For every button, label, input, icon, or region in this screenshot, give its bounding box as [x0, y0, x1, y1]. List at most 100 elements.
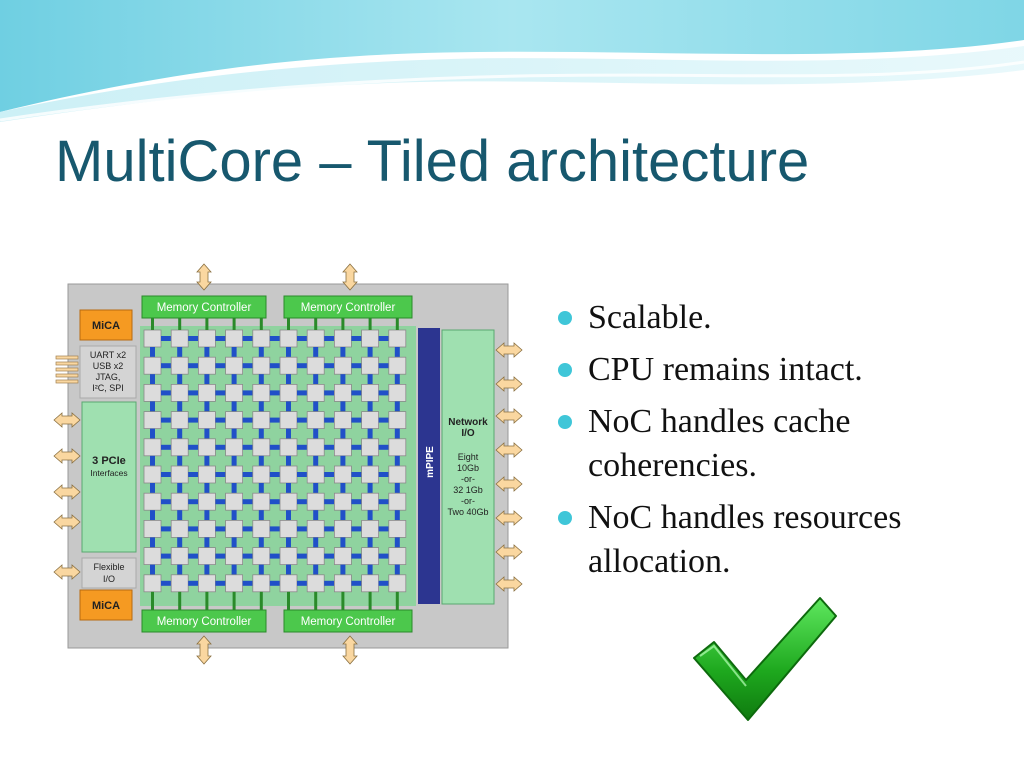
noc-link [242, 580, 253, 586]
memory-controller-label: Memory Controller [301, 616, 396, 628]
mem-link [395, 318, 399, 330]
noc-link [269, 444, 280, 450]
tile [333, 329, 352, 348]
tile [388, 438, 407, 457]
noc-link [150, 510, 155, 521]
noc-link [188, 363, 199, 369]
header-wave-decoration [0, 0, 1024, 122]
tile [197, 384, 216, 402]
svg-text:JTAG,: JTAG, [96, 372, 121, 382]
tile [252, 356, 271, 375]
tile [333, 492, 352, 511]
noc-link [215, 526, 226, 532]
noc-link [242, 417, 253, 423]
noc-link [351, 472, 362, 477]
tile [143, 519, 162, 538]
noc-link [150, 428, 155, 439]
noc-link [215, 499, 226, 505]
tile [252, 411, 271, 430]
svg-text:I/O: I/O [103, 574, 115, 584]
noc-link [313, 564, 319, 575]
tile [333, 547, 352, 566]
noc-link [297, 336, 308, 341]
tile [361, 465, 380, 484]
noc-link [394, 428, 400, 439]
noc-link [258, 510, 264, 521]
tile [333, 356, 352, 375]
noc-link [231, 510, 237, 521]
tile [279, 438, 298, 457]
io-arrow-horizontal [495, 576, 523, 592]
memory-controller-top-left: Memory Controller [141, 295, 267, 319]
noc-link [297, 390, 308, 396]
mpipe-block: mPIPE [418, 328, 440, 604]
svg-text:Network: Network [448, 417, 488, 428]
noc-link [351, 580, 362, 586]
noc-link [188, 390, 199, 396]
noc-link [177, 347, 183, 358]
tile [279, 356, 298, 375]
tile [170, 356, 189, 375]
tile [143, 465, 162, 484]
io-arrow-horizontal [53, 484, 81, 500]
noc-link [258, 347, 264, 358]
noc-link [286, 374, 291, 385]
mica-bottom: MiCA [79, 589, 133, 621]
svg-text:-or-: -or- [461, 496, 475, 506]
noc-link [150, 401, 155, 412]
noc-link [188, 417, 199, 423]
tile [225, 384, 244, 402]
noc-link [242, 499, 253, 505]
network-io-block: Network I/O Eight 10Gb -or- 32 1Gb -or- … [441, 329, 495, 605]
noc-link [269, 499, 280, 505]
noc-link [378, 417, 389, 423]
mem-link [341, 591, 345, 610]
svg-text:Interfaces: Interfaces [90, 468, 127, 478]
tile [170, 492, 189, 511]
noc-link [340, 347, 346, 358]
io-arrow-horizontal [495, 442, 523, 458]
noc-link [286, 510, 291, 521]
noc-link [177, 374, 183, 385]
noc-link [258, 537, 264, 548]
noc-link [177, 510, 183, 521]
tile [361, 519, 380, 538]
noc-link [204, 347, 210, 358]
tile [388, 492, 407, 511]
tile [388, 411, 407, 430]
noc-link [188, 499, 199, 505]
noc-link [161, 363, 172, 369]
tile [388, 547, 407, 566]
tile [197, 356, 216, 375]
noc-link [177, 428, 183, 439]
svg-text:32 1Gb: 32 1Gb [453, 485, 483, 495]
svg-text:Flexible: Flexible [93, 562, 124, 572]
tile [252, 329, 271, 348]
tile [252, 519, 271, 538]
noc-link [313, 401, 319, 412]
noc-link [367, 564, 373, 575]
noc-link [188, 580, 199, 586]
noc-link [297, 526, 308, 532]
noc-link [231, 347, 237, 358]
io-arrow-horizontal [53, 514, 81, 530]
noc-link [204, 510, 210, 521]
svg-text:USB x2: USB x2 [93, 361, 124, 371]
noc-link [161, 390, 172, 396]
noc-link [258, 483, 264, 494]
tile [252, 574, 271, 593]
noc-link [204, 537, 210, 548]
noc-link [161, 553, 172, 559]
io-arrow-horizontal [53, 564, 81, 580]
noc-link [340, 537, 346, 548]
mem-link [178, 318, 182, 330]
svg-text:3 PCIe: 3 PCIe [92, 455, 126, 467]
mem-link [205, 591, 209, 610]
noc-link [378, 336, 389, 341]
noc-link [340, 428, 346, 439]
noc-link [324, 526, 335, 532]
noc-link [367, 537, 373, 548]
tile [170, 465, 189, 484]
noc-link [394, 347, 400, 358]
io-arrow-horizontal [495, 342, 523, 358]
